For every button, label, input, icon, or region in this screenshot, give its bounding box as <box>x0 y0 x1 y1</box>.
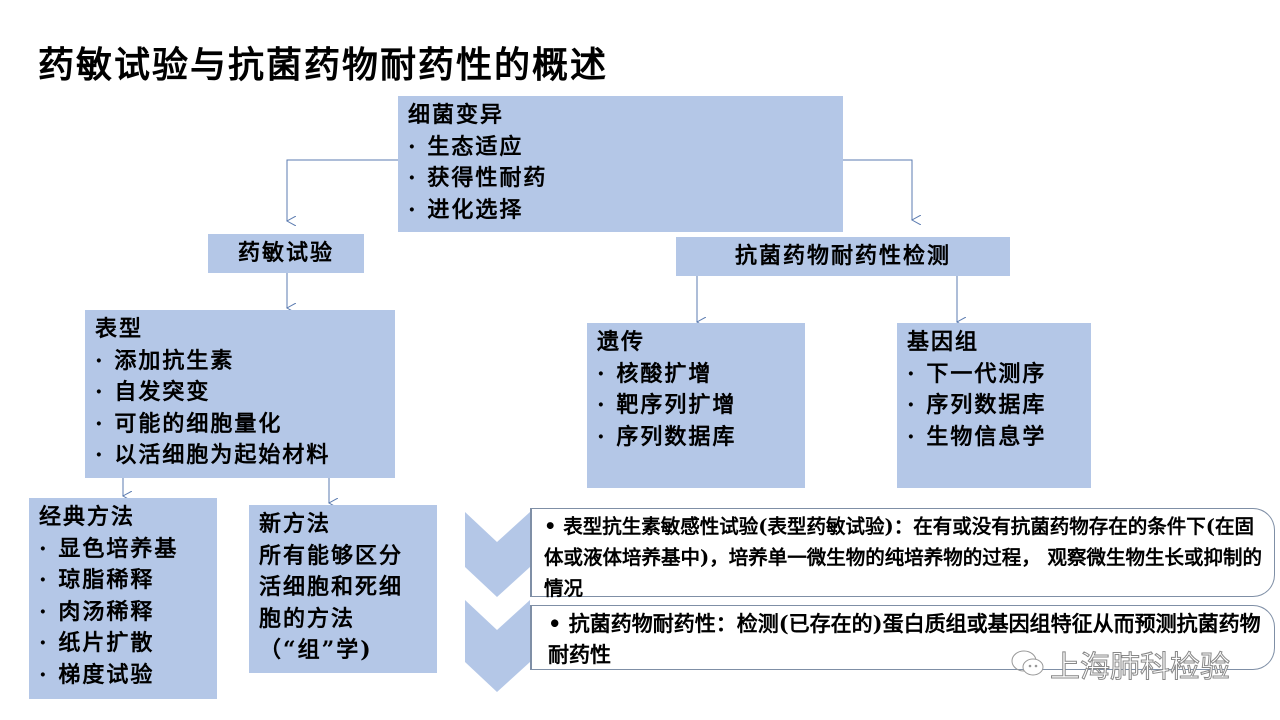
box-heading: 细菌变异 <box>408 102 505 128</box>
classic-methods-box: 经典方法 · 显色培养基 · 琼脂稀释 · 肉汤稀释 · 纸片扩散 · 梯度试验 <box>29 498 217 699</box>
box-label: 抗菌药物耐药性检测 <box>734 243 951 269</box>
box-heading: 表型 <box>95 316 144 342</box>
bullet: • <box>544 515 557 538</box>
box-heading: 遗传 <box>597 329 646 355</box>
genetic-box: 遗传 · 核酸扩增 · 靶序列扩增 · 序列数据库 <box>587 323 805 488</box>
list-item: · 肉汤稀释 <box>39 598 155 625</box>
phenotype-box: 表型 · 添加抗生素 · 自发突变 · 可能的细胞量化 · 以活细胞为起始材料 <box>85 310 395 478</box>
bacterial-variation-box: 细菌变异 · 生态适应 · 获得性耐药 · 进化选择 <box>398 96 843 232</box>
note-text: 抗菌药物耐药性：检测(已存在的)蛋白质组或基因组特征从而预测抗菌药物耐药性 <box>548 611 1261 667</box>
list-item: · 以活细胞为起始材料 <box>95 442 331 468</box>
list-item: · 获得性耐药 <box>408 165 548 191</box>
arrow-root-to-ast <box>287 159 398 221</box>
box-heading: 经典方法 <box>39 504 136 530</box>
list-item: · 序列数据库 <box>907 392 1047 418</box>
box-line: 所有能够区分 <box>259 542 404 569</box>
list-item: · 梯度试验 <box>39 661 155 688</box>
arrow-root-to-amr <box>843 159 912 220</box>
watermark-text: 上海肺科检验 <box>1050 650 1231 686</box>
note-amr: • 抗菌药物耐药性：检测(已存在的)蛋白质组或基因组特征从而预测抗菌药物耐药性 <box>530 605 1275 670</box>
box-label: 药敏试验 <box>237 240 334 266</box>
box-line: （“组”学) <box>259 637 373 663</box>
list-item: · 核酸扩增 <box>597 360 713 387</box>
list-item: · 下一代测序 <box>907 360 1047 387</box>
note-text: 表型抗生素敏感性试验(表型药敏试验)：在有或没有抗菌药物存在的条件下(在固体或液… <box>544 515 1263 600</box>
box-heading: 新方法 <box>259 511 332 537</box>
box-heading: 基因组 <box>907 329 980 355</box>
list-item: · 显色培养基 <box>39 535 179 562</box>
list-item: · 自发突变 <box>95 379 211 405</box>
list-item: · 进化选择 <box>408 196 524 223</box>
bullet: • <box>548 611 562 636</box>
list-item: · 生态适应 <box>408 133 524 160</box>
list-item: · 纸片扩散 <box>39 630 155 656</box>
amr-detection-box: 抗菌药物耐药性检测 <box>676 237 1010 276</box>
list-item: · 琼脂稀释 <box>39 567 155 593</box>
slide-title: 药敏试验与抗菌药物耐药性的概述 <box>38 44 609 86</box>
ast-box: 药敏试验 <box>208 234 364 273</box>
list-item: · 可能的细胞量化 <box>95 410 283 437</box>
list-item: · 添加抗生素 <box>95 347 235 374</box>
box-line: 胞的方法 <box>259 605 356 632</box>
new-methods-box: 新方法 所有能够区分 活细胞和死细 胞的方法 （“组”学) <box>249 505 437 673</box>
chevron-1 <box>465 512 530 597</box>
watermark: 上海肺科检验 <box>1010 642 1231 686</box>
note-phenotypic-ast: • 表型抗生素敏感性试验(表型药敏试验)：在有或没有抗菌药物存在的条件下(在固体… <box>530 508 1275 600</box>
list-item: · 生物信息学 <box>907 423 1047 450</box>
list-item: · 靶序列扩增 <box>597 392 737 418</box>
genome-box: 基因组 · 下一代测序 · 序列数据库 · 生物信息学 <box>897 323 1091 488</box>
wechat-icon <box>1011 650 1044 676</box>
chevron-2 <box>465 600 530 692</box>
list-item: · 序列数据库 <box>597 423 737 450</box>
box-line: 活细胞和死细 <box>259 574 404 600</box>
